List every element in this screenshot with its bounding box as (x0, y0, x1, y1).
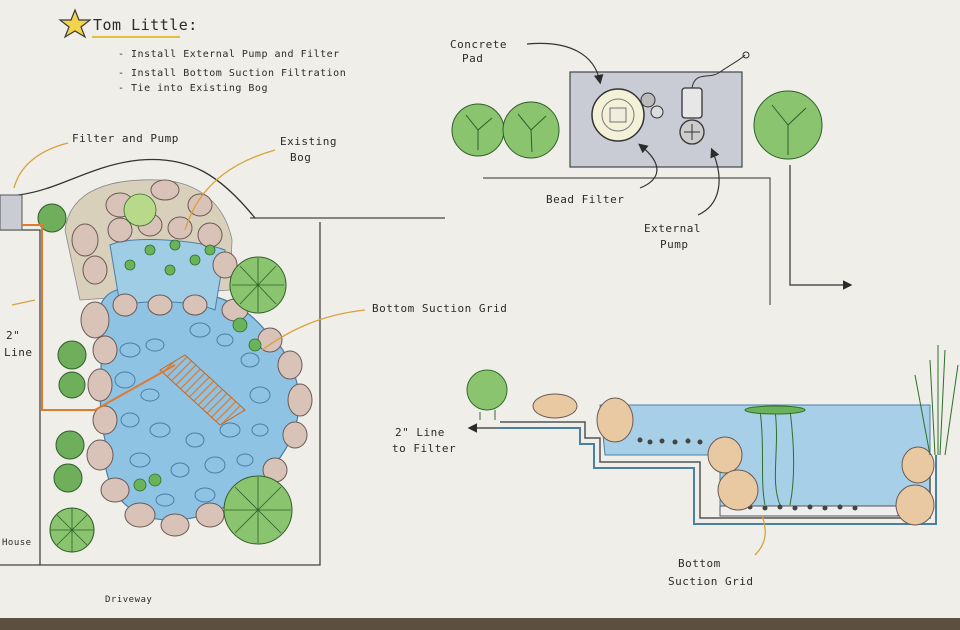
bottom-suction-grid (159, 354, 246, 426)
pond-pebbles (114, 322, 271, 507)
task-item: - Install External Pump and Filter (118, 49, 340, 60)
label-pad: Pad (462, 52, 483, 65)
filter-pump-box (0, 194, 23, 231)
label-bog: Bog (290, 151, 311, 164)
bog-plants (123, 193, 262, 492)
section-view: 2" Line to Filter Bottom Suction Grid (392, 345, 959, 588)
section-gravel (637, 437, 858, 511)
outflow-line (789, 165, 853, 290)
label-bead-filter: Bead Filter (546, 193, 624, 206)
label-external: External (644, 222, 701, 235)
star-icon (58, 8, 92, 39)
plan-shrubs (37, 203, 293, 553)
label-concrete: Concrete (450, 38, 507, 51)
header-block: Tom Little: - Install External Pump and … (58, 8, 346, 94)
label-filter-pump: Filter and Pump (72, 132, 179, 145)
detail-shrubs (451, 90, 823, 160)
task-item: - Install Bottom Suction Filtration (118, 68, 346, 79)
two-inch-line (22, 224, 176, 411)
section-liner (500, 421, 931, 519)
plan-view: Filter and Pump Existing Bog Bottom Suct… (0, 132, 507, 605)
equipment-detail: Concrete Pad Bead Filter External Pump (450, 38, 853, 305)
label-pump: Pump (660, 238, 689, 251)
label-line: Line (4, 346, 33, 359)
bed-boundary (17, 158, 256, 219)
section-boulders (532, 393, 935, 526)
table-edge (0, 618, 960, 630)
client-name: Tom Little: (93, 16, 198, 34)
label-suction-grid: Suction Grid (668, 575, 753, 588)
label-2in: 2" (6, 329, 20, 342)
valve (640, 92, 656, 108)
plan-leaders (11, 142, 366, 351)
label-bottom-suction-grid: Bottom Suction Grid (372, 302, 507, 315)
label-existing: Existing (280, 135, 337, 148)
task-item: - Tie into Existing Bog (118, 83, 268, 94)
pond-boulders (71, 179, 313, 537)
power-cord (691, 54, 746, 89)
section-plants (466, 345, 959, 506)
detail-leaders (526, 42, 720, 216)
label-to-filter: to Filter (392, 442, 456, 455)
label-driveway: Driveway (105, 595, 152, 605)
fence-line (483, 177, 771, 305)
label-2in-line: 2" Line (395, 426, 445, 439)
external-pump (681, 87, 703, 119)
section-grid-leader (754, 514, 766, 556)
label-house: House (2, 538, 32, 548)
label-bottom: Bottom (678, 557, 721, 570)
